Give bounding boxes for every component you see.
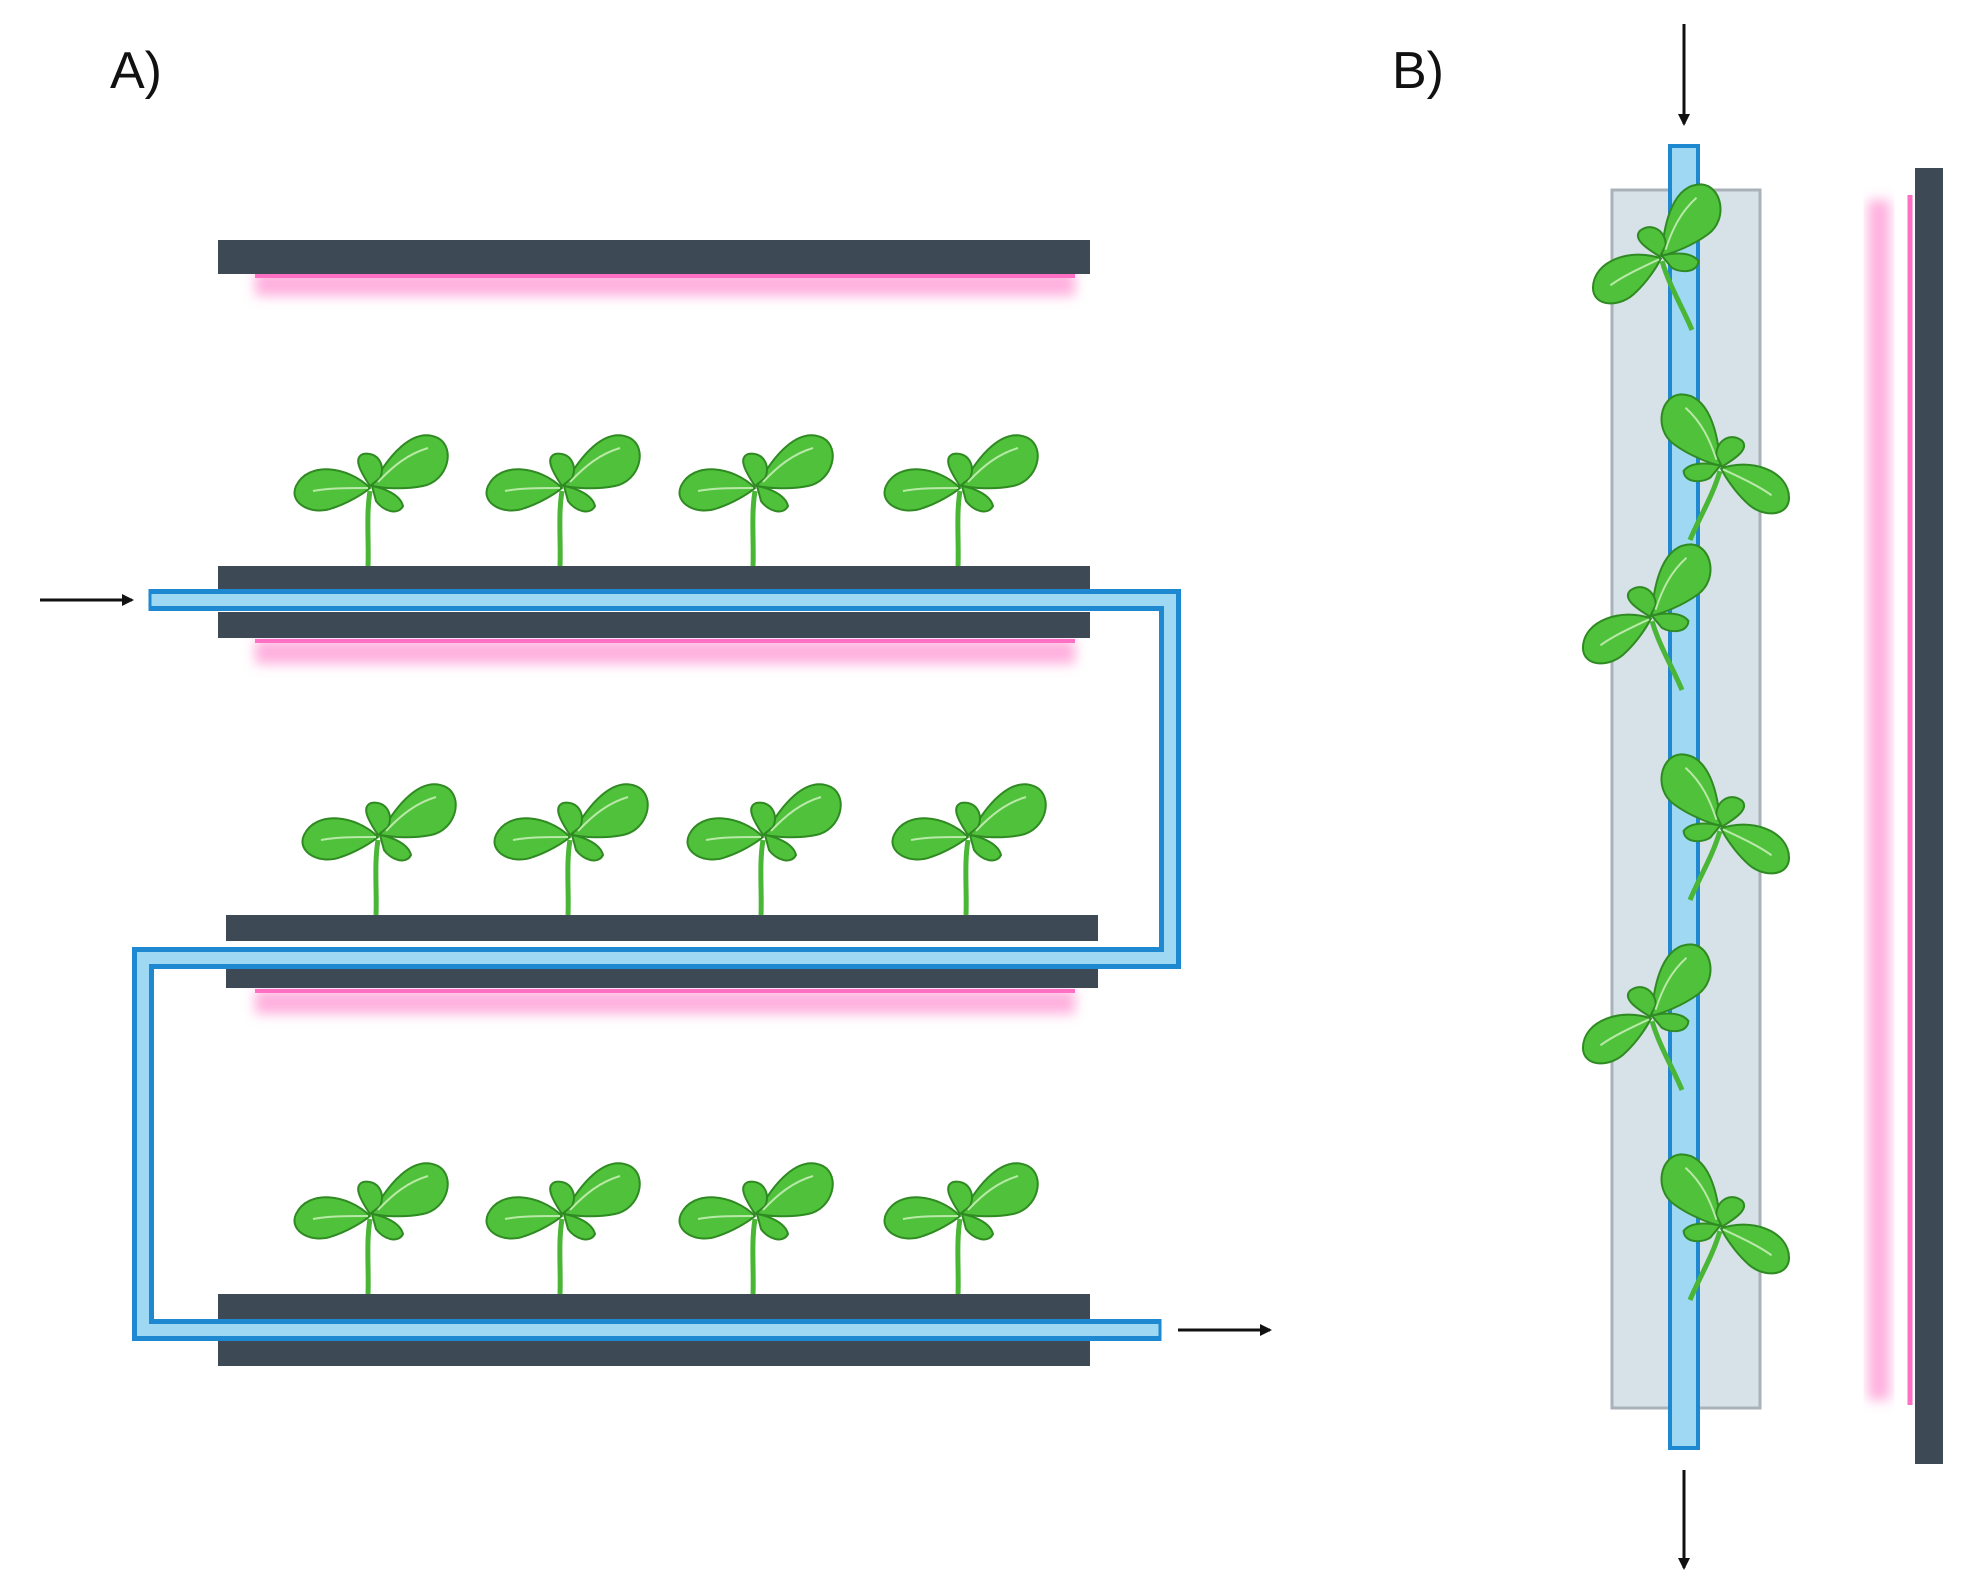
seedling-icon	[494, 784, 647, 915]
seedling-icon	[892, 784, 1045, 915]
panel-a-label: A)	[110, 42, 162, 100]
seedling-icon	[679, 1163, 832, 1294]
seedling-icon	[687, 784, 840, 915]
growing-tray	[218, 1294, 1090, 1320]
growing-tray-base	[218, 1340, 1090, 1366]
seedling-icon	[679, 435, 832, 566]
panel-b-label: B)	[1392, 42, 1444, 100]
grow-light-fixture	[218, 240, 1090, 274]
nutrient-pipe-inner	[137, 594, 1176, 1336]
grow-light-glow	[255, 990, 1075, 1014]
grow-light-glow	[1868, 200, 1890, 1400]
seedling-icon	[884, 1163, 1037, 1294]
seedling-icon	[302, 784, 455, 915]
grow-light-glow	[255, 640, 1075, 664]
seedling-icon	[294, 1163, 447, 1294]
seedling-icon	[884, 435, 1037, 566]
panel-b-vertical-system	[1560, 24, 1943, 1570]
seedling-icon	[294, 435, 447, 566]
growing-tray	[218, 566, 1090, 592]
grow-light-fixture	[218, 612, 1090, 638]
grow-light-fixture	[1915, 168, 1943, 1464]
seedling-icon	[486, 1163, 639, 1294]
panel-a-horizontal-system	[40, 240, 1272, 1366]
seedling-icon	[486, 435, 639, 566]
growing-tray	[226, 915, 1098, 941]
